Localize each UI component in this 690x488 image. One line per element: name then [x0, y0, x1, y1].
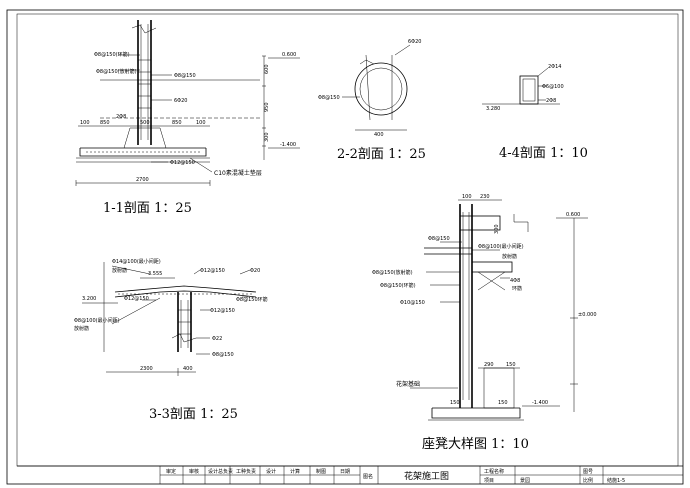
label-r6: Φ12@150: [170, 160, 195, 166]
elev-33-left: 3.200: [82, 296, 96, 302]
dim-33-1: 2300: [140, 366, 153, 372]
dim-22: 400: [374, 132, 384, 138]
bench-dim-mid-1: 290: [484, 362, 494, 368]
label-22-top: 6Φ20: [408, 39, 421, 45]
title-2-2: 2-2剖面 1：25: [337, 147, 426, 162]
bench-lbl-6: Φ10@150: [400, 300, 425, 306]
title-1-1: 1-1剖面 1：25: [103, 201, 192, 216]
tb-r-no: 结施1-5: [607, 477, 625, 484]
bench-lbl-5: 4Φ8: [510, 278, 520, 284]
label-33-2: Φ12@150: [200, 268, 225, 274]
section-1-1: 600 950 300 0.600 -1.400 100 850 500 850…: [75, 20, 300, 216]
tb-r-label-3: 图号: [583, 469, 593, 475]
tb-cell-7: 制图: [316, 468, 326, 475]
tb-cell-8: 日期: [340, 469, 350, 475]
bench-lbl-4: Φ8@150(环筋): [380, 282, 416, 289]
title-block: 审定 审核 设计总负责 工种负责 设计 计算 制图 日期 图名 花架施工图 工程…: [17, 465, 683, 484]
bench-lbl-1: Φ8@150: [428, 236, 450, 242]
section-4-4: 2Φ14 Φ6@100 2Φ8 3.280 4-4剖面 1：10: [482, 64, 588, 161]
dim-b2: 850: [100, 120, 110, 126]
elev-33-top: 3.555: [148, 271, 162, 277]
dim-b3: 500: [140, 120, 150, 126]
label-33-8: Φ22: [212, 336, 222, 342]
inner-frame: [16, 13, 679, 467]
label-r2: Φ8@150(放射筋): [96, 68, 137, 75]
label-r4: 6Φ20: [174, 98, 187, 104]
bench-detail: 100 230 300 0.600 ±0.000 -1.400 Φ8@150 Φ…: [372, 194, 597, 452]
title-3-3: 3-3剖面 1：25: [149, 407, 238, 422]
label-33-5: Φ8@150环筋: [236, 296, 268, 303]
tb-r-label-2: 项目: [484, 478, 494, 484]
tb-cell-2: 审核: [189, 468, 199, 475]
label-33-7: Φ8@100(最小间距): [74, 317, 120, 324]
tb-r-label-4: 比例: [583, 477, 593, 484]
bench-elev-top: 0.600: [566, 212, 580, 218]
tb-cell-5: 设计: [266, 468, 276, 475]
label-base: C10素混凝土垫层: [214, 169, 262, 177]
title-bench: 座凳大样图 1：10: [422, 436, 529, 452]
bench-lbl-foundation: 花架基础: [396, 380, 420, 388]
dim-right-1: 600: [264, 64, 270, 74]
label-33-7b: 放射筋: [74, 325, 89, 332]
dim-b5: 100: [196, 120, 206, 126]
tb-cell-3: 设计总负责: [208, 468, 233, 475]
bench-lbl-3: Φ8@150(放射筋): [372, 269, 413, 276]
dim-right-2: 950: [264, 102, 270, 112]
dim-b1: 100: [80, 120, 90, 126]
bench-elev-mid: ±0.000: [578, 312, 597, 318]
bench-elev-bot: -1.400: [532, 400, 548, 406]
bench-dim-top-1: 100: [462, 194, 472, 200]
elev-bot-1-1: -1.400: [280, 142, 296, 148]
label-22-left: Φ8@150: [318, 95, 340, 101]
label-33-4: Φ12@150: [124, 296, 149, 302]
bench-dim-bot-1: 150: [450, 400, 460, 406]
label-44-3: 2Φ8: [546, 98, 556, 104]
dim-width: 2700: [136, 177, 149, 183]
dim-33-2: 400: [183, 366, 193, 372]
label-r5: 2Φ8: [116, 114, 126, 120]
dim-b4: 850: [172, 120, 182, 126]
label-33-1b: 放射筋: [112, 267, 127, 274]
label-33-1: Φ14@100(最小间距): [112, 258, 161, 265]
bench-lbl-2b: 放射筋: [502, 253, 517, 260]
tb-cell-6: 计算: [290, 468, 300, 475]
label-33-6: Φ12@150: [210, 308, 235, 314]
bench-lbl-5b: 环筋: [512, 285, 522, 292]
section-2-2: 6Φ20 Φ8@150 400 2-2剖面 1：25: [318, 39, 426, 162]
tb-col-label: 图名: [363, 473, 373, 480]
tb-cell-1: 审定: [166, 468, 176, 475]
label-r1: Φ8@150(环筋): [94, 51, 130, 58]
bench-lbl-2: Φ8@100(最小间距): [478, 243, 524, 250]
label-44-2: Φ6@100: [542, 84, 564, 90]
tb-cell-4: 工种负责: [236, 468, 256, 475]
tb-r-value: 景园: [520, 477, 530, 484]
section-3-3: 3.555 3.200 Φ14@100(最小间距) 放射筋 Φ12@150 Φ2…: [74, 258, 268, 422]
bench-dim-300: 300: [494, 224, 500, 234]
label-33-3: Φ20: [250, 268, 260, 274]
label-44-1: 2Φ14: [548, 64, 561, 70]
bench-dim-bot-2: 150: [498, 400, 508, 406]
title-4-4: 4-4剖面 1：10: [499, 146, 588, 161]
label-33-9: Φ8@150: [212, 352, 234, 358]
elev-top-1-1: 0.600: [282, 52, 296, 58]
tb-drawing-name: 花架施工图: [404, 470, 449, 482]
tb-r-label-1: 工程名称: [484, 468, 504, 475]
bench-dim-mid-2: 150: [506, 362, 516, 368]
dim-right-3: 300: [264, 132, 270, 142]
label-r3: Φ8@150: [174, 73, 196, 79]
sheet-border: [6, 9, 684, 485]
bench-dim-top-2: 230: [480, 194, 490, 200]
elev-44: 3.280: [486, 106, 500, 112]
